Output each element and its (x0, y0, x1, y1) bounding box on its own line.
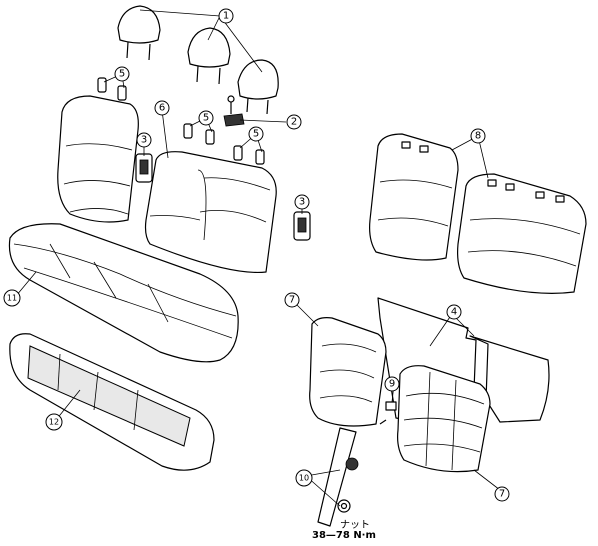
seatback-frame-left (369, 133, 459, 261)
svg-text:6: 6 (159, 103, 165, 114)
svg-text:11: 11 (7, 294, 17, 303)
svg-text:5: 5 (119, 69, 125, 80)
callout-2: 2 (286, 114, 302, 130)
headrest-left (117, 5, 161, 61)
svg-text:10: 10 (299, 474, 309, 483)
latch-cover-right (293, 211, 311, 241)
callout-1: 1 (218, 8, 234, 24)
seat-belt (317, 427, 359, 527)
callout-5-left: 5 (114, 66, 130, 82)
svg-text:4: 4 (451, 307, 457, 318)
headrest-middle (187, 27, 231, 85)
nut-label: ナット (340, 520, 370, 531)
seatback-right-cover (144, 151, 277, 274)
callout-3-right: 3 (294, 194, 310, 210)
callout-3-left: 3 (136, 132, 152, 148)
callout-5-middle: 5 (198, 110, 214, 126)
callout-11: 11 (3, 289, 21, 307)
seatback-frame-large (397, 365, 491, 473)
svg-text:8: 8 (475, 131, 481, 142)
svg-text:5: 5 (203, 113, 209, 124)
headrest-guides-left (97, 77, 127, 101)
callout-6: 6 (154, 100, 170, 116)
callout-9: 9 (384, 376, 400, 392)
seatback-left-cover (57, 95, 139, 223)
svg-text:12: 12 (49, 418, 59, 427)
seat-cushion-pad (9, 333, 215, 471)
headrest-guides-middle (183, 123, 215, 145)
svg-text:9: 9 (389, 379, 395, 390)
callout-4: 4 (446, 304, 462, 320)
svg-text:1: 1 (223, 11, 229, 22)
callout-5-right: 5 (248, 126, 264, 142)
headrest-right (237, 59, 279, 115)
seat-cushion (8, 223, 239, 363)
seatback-frame-right (457, 173, 587, 294)
svg-text:3: 3 (141, 135, 147, 146)
bolt (379, 401, 397, 425)
nut-torque-spec: 38—78 N·m (312, 530, 376, 541)
headrest-guides-right (233, 145, 265, 165)
seatback-frame-small (309, 317, 387, 427)
callout-7-top: 7 (284, 292, 300, 308)
callout-10: 10 (295, 469, 313, 487)
callout-8: 8 (470, 128, 486, 144)
svg-text:3: 3 (299, 197, 305, 208)
callout-12: 12 (45, 413, 63, 431)
callout-7-bottom: 7 (494, 486, 510, 502)
svg-text:2: 2 (291, 117, 297, 128)
svg-text:7: 7 (289, 295, 295, 306)
svg-text:7: 7 (499, 489, 505, 500)
latch-cover-left (135, 153, 153, 183)
svg-text:5: 5 (253, 129, 259, 140)
striker-bracket (223, 95, 245, 127)
